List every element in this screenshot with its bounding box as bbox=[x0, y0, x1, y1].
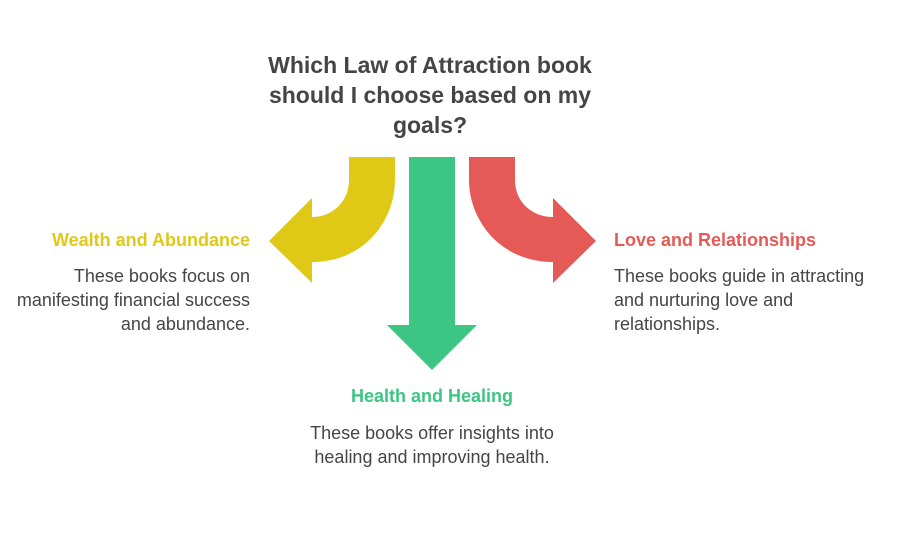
love-description: These books guide in attracting and nurt… bbox=[614, 266, 865, 334]
love-title: Love and Relationships bbox=[614, 230, 817, 250]
health-title: Health and Healing bbox=[350, 386, 514, 406]
wealth-description: These books focus on manifesting financi… bbox=[16, 266, 250, 334]
love-arrow bbox=[469, 157, 596, 283]
health-description: These books offer insights into healing … bbox=[310, 423, 554, 467]
diagram-title: Which Law of Attraction book should I ch… bbox=[268, 52, 592, 138]
wealth-arrow bbox=[269, 157, 395, 283]
health-arrow bbox=[387, 157, 477, 370]
wealth-title: Wealth and Abundance bbox=[51, 230, 250, 250]
